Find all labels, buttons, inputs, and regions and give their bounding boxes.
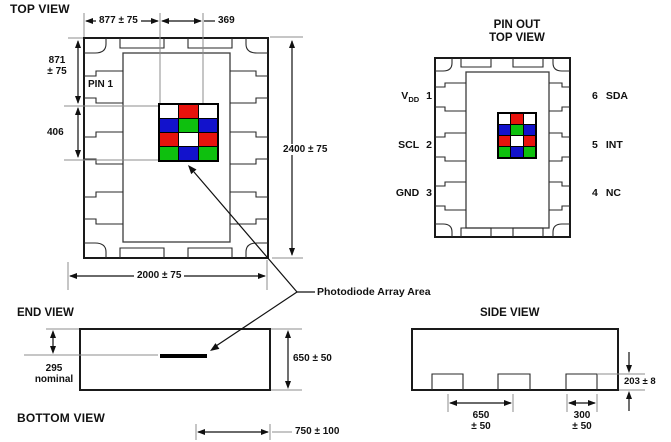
bottom-view-dimensions	[195, 424, 292, 440]
dim-300: 300 ± 50	[572, 410, 592, 432]
pin-out-edge-tabs	[460, 58, 544, 237]
top-view-edge-tabs	[119, 38, 233, 258]
side-view-pads	[431, 373, 598, 390]
end-view-title: END VIEW	[17, 307, 74, 319]
end-view-drawing	[24, 328, 302, 391]
photodiode-array-annotation: Photodiode Array Area	[317, 286, 431, 298]
photodiode-cell-white	[523, 114, 535, 124]
photodiode-cell-green	[523, 147, 535, 157]
top-view-right-leads	[230, 70, 268, 225]
photodiode-array	[497, 112, 537, 159]
top-view-die-outline	[122, 52, 231, 243]
photodiode-cell-red	[179, 105, 198, 118]
pin-label-scl: SCL 2	[398, 139, 432, 151]
dim-650-end: 650 ± 50	[293, 353, 332, 364]
photodiode-cell-blue	[160, 119, 179, 132]
pin-out-title: PIN OUT TOP VIEW	[489, 19, 545, 44]
dim-2400: 2400 ± 75	[280, 144, 331, 155]
photodiode-cell-blue	[179, 147, 198, 160]
dim-203: 203 ± 8	[624, 376, 656, 387]
photodiode-cell-green	[511, 125, 523, 135]
top-view-dimensions	[64, 13, 303, 290]
photodiode-cell-white	[198, 105, 217, 118]
pin-label-int: 5 INT	[592, 139, 623, 151]
photodiode-cell-red	[511, 114, 523, 124]
photodiode-cell-red	[523, 136, 535, 146]
photodiode-cell-blue	[198, 119, 217, 132]
pin1-label: PIN 1	[88, 79, 114, 90]
photodiode-cell-green	[198, 147, 217, 160]
end-view-extension-lines	[24, 328, 302, 391]
photodiode-cell-green	[499, 147, 511, 157]
end-view-outline	[79, 328, 271, 391]
dim-750: 750 ± 100	[295, 426, 340, 437]
top-view-corner-tabs	[84, 38, 268, 258]
pin-out-package-outline	[434, 57, 571, 238]
photodiode-cell-blue	[523, 125, 535, 135]
bottom-view-title: BOTTOM VIEW	[17, 411, 105, 425]
dim-650-side: 650 ± 50	[471, 410, 491, 432]
pin-out-right-leads	[549, 82, 570, 211]
photodiode-cell-white	[499, 114, 511, 124]
photodiode-cell-red	[499, 136, 511, 146]
pin-label-vdd: VDD 1	[401, 90, 432, 105]
photodiode-cell-red	[198, 133, 217, 146]
side-view-extension-lines	[447, 373, 645, 412]
photodiode-array	[158, 103, 219, 162]
photodiode-cell-green	[179, 119, 198, 132]
dim-369: 369	[218, 15, 235, 26]
photodiode-cell-blue	[499, 125, 511, 135]
side-view-title: SIDE VIEW	[480, 307, 540, 319]
photodiode-cell-green	[160, 147, 179, 160]
pin-out-left-leads	[435, 82, 466, 211]
dim-871: 871 ± 75	[47, 55, 67, 77]
top-view-drawing	[83, 37, 269, 259]
dim-2000: 2000 ± 75	[134, 270, 185, 281]
side-view-drawing	[411, 328, 645, 412]
photodiode-cell-white	[179, 133, 198, 146]
top-view-title: TOP VIEW	[10, 2, 70, 16]
photodiode-cell-red	[160, 133, 179, 146]
annotation-leader-lines	[188, 165, 315, 351]
photodiode-cell-white	[511, 136, 523, 146]
dim-406: 406	[47, 127, 64, 138]
top-view-left-leads	[84, 70, 123, 225]
pin-out-die-outline	[465, 71, 550, 229]
side-view-outline	[411, 328, 619, 391]
pin-out-corner-tabs	[435, 58, 570, 237]
top-view-package-outline	[83, 37, 269, 259]
photodiode-cell-white	[160, 105, 179, 118]
pin-label-sda: 6 SDA	[592, 90, 629, 102]
pin-out-drawing	[434, 57, 571, 238]
dim-877: 877 ± 75	[96, 15, 141, 26]
dim-295-nominal: 295 nominal	[34, 363, 74, 385]
bottom-view-extension-lines	[195, 424, 292, 440]
pin-label-nc: 4 NC	[592, 187, 622, 199]
pin-label-gnd: GND 3	[395, 187, 432, 199]
photodiode-cell-blue	[511, 147, 523, 157]
